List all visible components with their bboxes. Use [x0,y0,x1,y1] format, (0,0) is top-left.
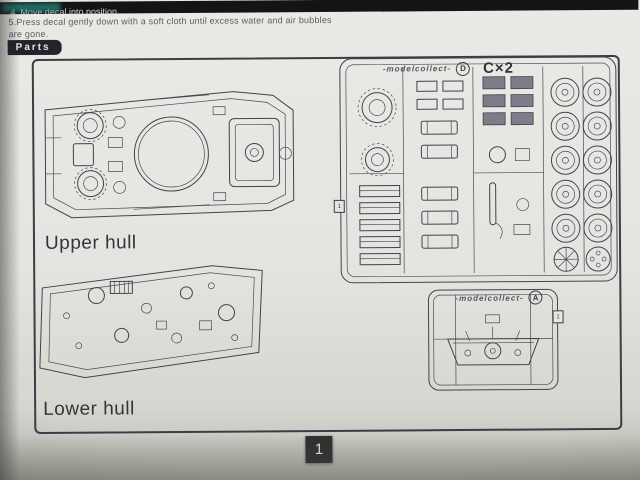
sprue-a-tab-number: 1 [552,310,564,324]
sprue-a-letter-badge: A [528,290,543,305]
upper-hull-label: Upper hull [44,232,137,254]
photo-top-edge: 4. Move decal into position. [0,0,639,15]
sprue-d-diagram [337,54,621,286]
sprue-d-quantity: C×2 [482,59,515,77]
sprue-a-header: -modelcollect- A [455,290,543,305]
lower-hull-diagram [26,252,272,399]
lower-hull-label: Lower hull [43,398,135,420]
upper-hull-diagram [33,76,306,230]
sprue-d-tab-number: 1 [333,199,345,213]
sprue-a-diagram [425,286,561,393]
sprue-d-brand: -modelcollect- [382,64,452,74]
sprue-d-header: -modelcollect- D C×2 [383,60,514,78]
sprue-a-brand: -modelcollect- [455,293,524,303]
instruction-step-5-line-1: 5.Press decal gently down with a soft cl… [8,14,332,28]
photo-bottom-shadow [0,434,640,480]
photo-left-shadow [0,0,20,480]
sprue-d-letter-badge: D [455,61,471,76]
